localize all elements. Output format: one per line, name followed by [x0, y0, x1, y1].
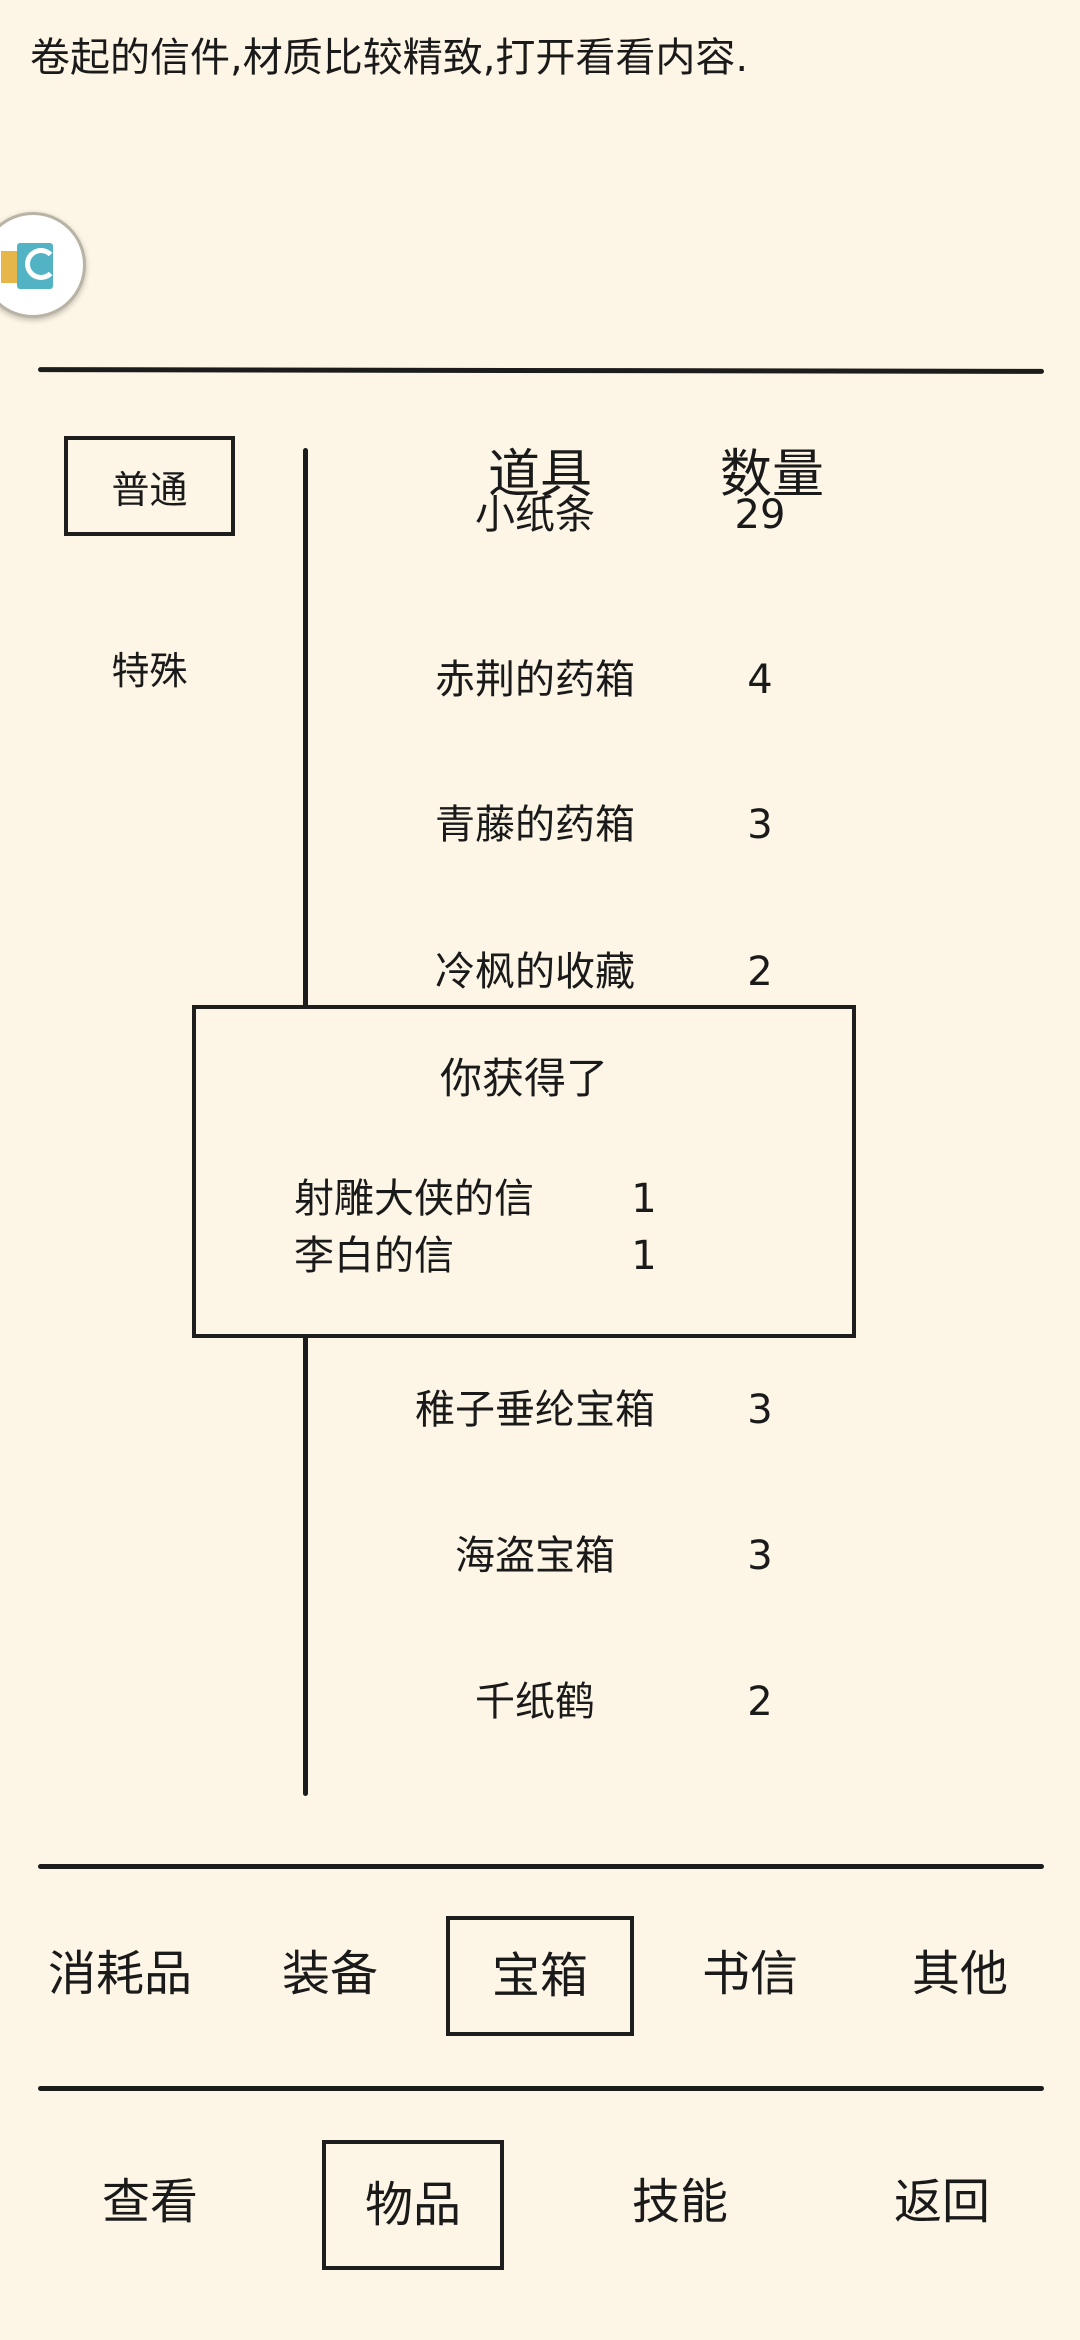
floating-assistant-button[interactable] [0, 212, 86, 318]
item-row[interactable]: 冷枫的收藏 2 [330, 932, 890, 1012]
popup-item-name: 李白的信 [294, 1233, 454, 1279]
item-name: 赤荆的药箱 [435, 657, 635, 703]
bottom-nav-divider [38, 2086, 1044, 2091]
category-tab-equipment[interactable]: 装备 [281, 1946, 378, 2002]
item-qty: 3 [747, 802, 773, 848]
popup-item-name: 射雕大侠的信 [294, 1176, 534, 1222]
item-qty: 3 [747, 1533, 773, 1579]
column-header-item: 道具 [487, 445, 592, 505]
subtab-normal[interactable]: 普通 [64, 436, 235, 536]
category-tab-letters[interactable]: 书信 [701, 1946, 798, 2002]
popup-item-qty: 1 [631, 1176, 657, 1222]
top-divider [37, 367, 1045, 374]
popup-item: 射雕大侠的信 1 [294, 1169, 714, 1229]
item-description: 卷起的信件,材质比较精致,打开看看内容. [30, 35, 749, 81]
nav-items[interactable]: 物品 [322, 2140, 504, 2270]
category-tab-consumables[interactable]: 消耗品 [47, 1946, 192, 2002]
popup-item: 李白的信 1 [294, 1226, 714, 1286]
category-tab-treasure[interactable]: 宝箱 [446, 1916, 634, 2036]
item-qty: 4 [747, 657, 773, 703]
popup-item-qty: 1 [631, 1233, 657, 1279]
category-divider-top [38, 1864, 1044, 1869]
category-tab-other[interactable]: 其他 [911, 1946, 1008, 2002]
nav-skills[interactable]: 技能 [631, 2174, 728, 2230]
item-qty: 29 [734, 492, 786, 538]
item-row[interactable]: 稚子垂纶宝箱 3 [330, 1370, 890, 1450]
item-row[interactable]: 千纸鹤 2 [330, 1662, 890, 1742]
item-row[interactable]: 青藤的药箱 3 [330, 785, 890, 865]
item-name: 海盗宝箱 [455, 1533, 615, 1579]
item-qty: 2 [747, 949, 773, 995]
item-row[interactable]: 海盗宝箱 3 [330, 1516, 890, 1596]
item-list[interactable]: 小纸条 29 赤荆的药箱 4 青藤的药箱 3 冷枫的收藏 2 稚子垂纶宝箱 3 … [330, 492, 890, 1780]
item-name: 青藤的药箱 [435, 802, 635, 848]
subtab-normal-label: 普通 [111, 467, 188, 512]
subtab-special[interactable]: 特殊 [111, 649, 188, 693]
item-name: 稚子垂纶宝箱 [415, 1387, 655, 1433]
item-qty: 2 [747, 1679, 773, 1725]
popup-title: 你获得了 [439, 1054, 608, 1103]
item-name: 小纸条 [475, 492, 595, 538]
item-row[interactable]: 小纸条 29 [330, 475, 890, 555]
item-qty: 3 [747, 1387, 773, 1433]
category-tab-treasure-label: 宝箱 [491, 1948, 588, 2004]
column-header-qty: 数量 [719, 445, 824, 505]
nav-view[interactable]: 查看 [101, 2174, 198, 2230]
item-name: 冷枫的收藏 [435, 949, 635, 995]
app-logo-icon [1, 251, 17, 283]
nav-items-label: 物品 [364, 2177, 461, 2233]
nav-back[interactable]: 返回 [893, 2174, 990, 2230]
item-name: 千纸鹤 [475, 1679, 595, 1725]
reward-popup[interactable]: 你获得了 射雕大侠的信 1 李白的信 1 [192, 1005, 856, 1338]
item-row[interactable]: 赤荆的药箱 4 [330, 640, 890, 720]
